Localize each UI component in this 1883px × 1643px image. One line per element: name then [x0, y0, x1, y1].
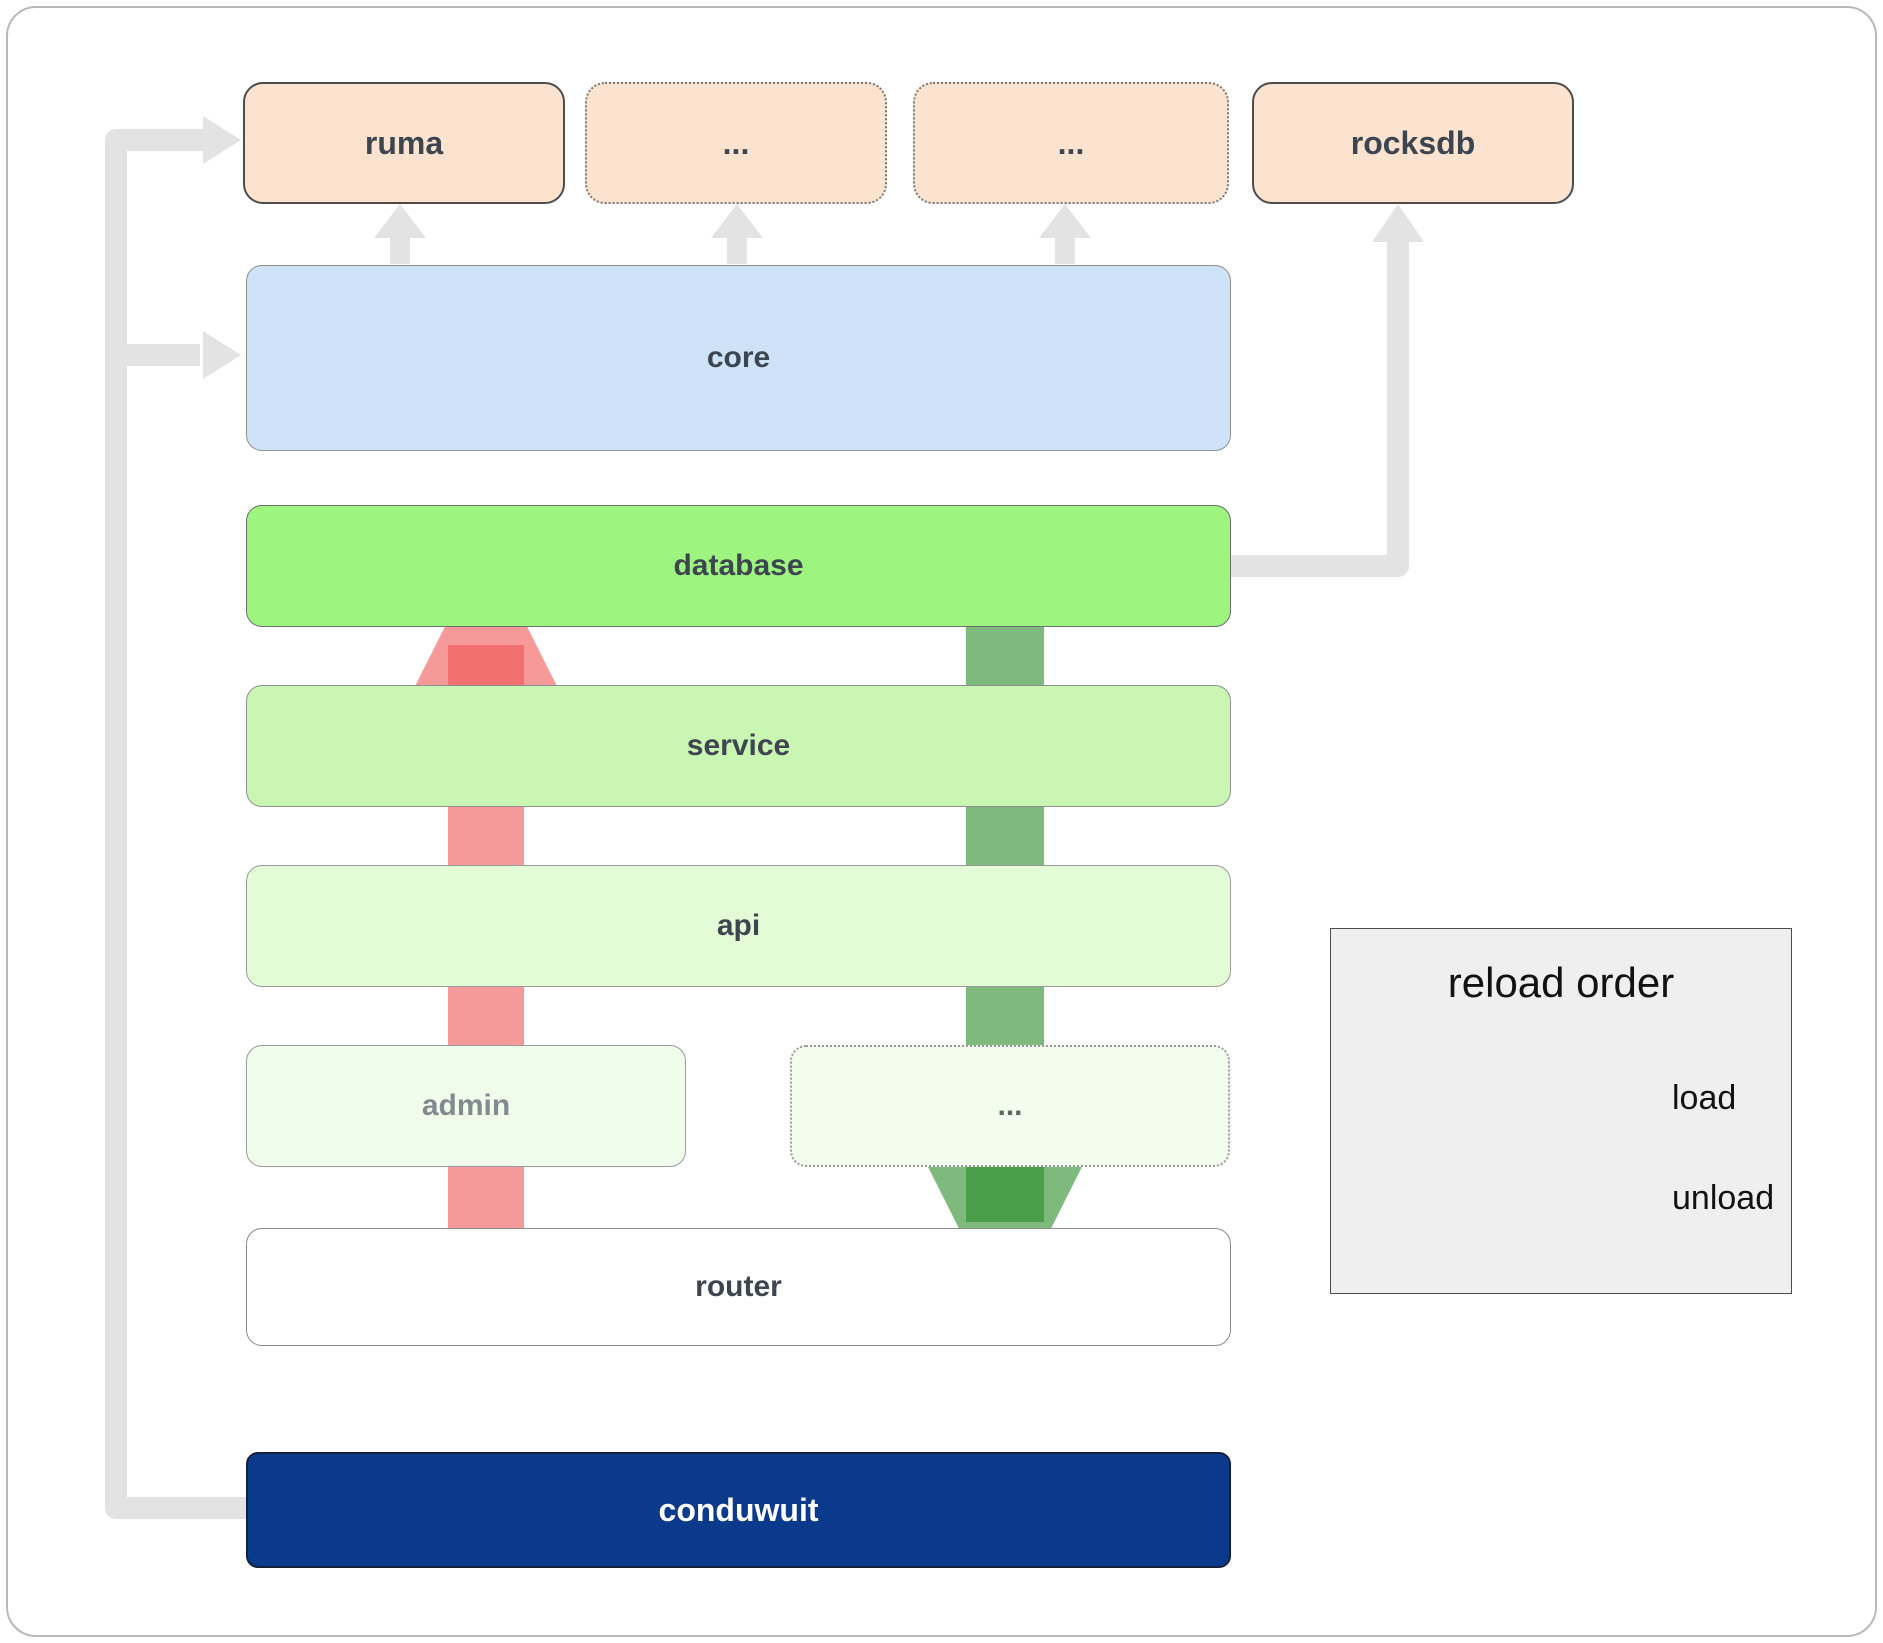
- more-services-ellipsis-box: ...: [790, 1045, 1230, 1167]
- dependency-ellipsis-label-2: ...: [1057, 124, 1085, 161]
- dependency-ellipsis-label-1: ...: [722, 124, 750, 161]
- conduwuit-label: conduwuit: [658, 1491, 819, 1528]
- api-box: api: [246, 865, 1231, 987]
- database-label: database: [673, 549, 804, 582]
- service-label: service: [686, 729, 791, 762]
- more-services-ellipsis-label: ...: [997, 1089, 1023, 1122]
- service-box: service: [246, 685, 1231, 807]
- router-box: router: [246, 1228, 1231, 1346]
- reload-order-legend: reload order: [1330, 928, 1792, 1294]
- legend-unload-label: unload: [1672, 1179, 1775, 1217]
- diagram-frame: [6, 6, 1877, 1637]
- legend-title: reload order: [1447, 959, 1675, 1006]
- router-label: router: [695, 1270, 782, 1303]
- rocksdb-box: rocksdb: [1252, 82, 1574, 204]
- core-box: core: [246, 265, 1231, 451]
- rocksdb-label: rocksdb: [1350, 124, 1476, 161]
- conduwuit-box: conduwuit: [246, 1452, 1231, 1568]
- core-label: core: [706, 341, 771, 374]
- dependency-ellipsis-box-2: ...: [913, 82, 1229, 204]
- admin-label: admin: [421, 1089, 511, 1122]
- ruma-label: ruma: [364, 124, 444, 161]
- dependency-ellipsis-box-1: ...: [585, 82, 887, 204]
- legend-load-label: load: [1672, 1079, 1737, 1117]
- ruma-box: ruma: [243, 82, 565, 204]
- database-box: database: [246, 505, 1231, 627]
- api-label: api: [716, 909, 761, 942]
- admin-box: admin: [246, 1045, 686, 1167]
